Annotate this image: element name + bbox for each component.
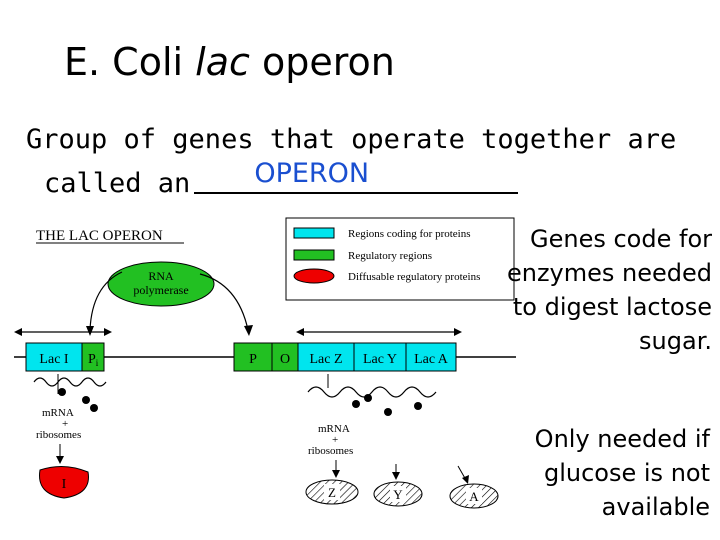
- title-main: E. Coli: [64, 40, 196, 84]
- answer-blank: OPERON: [194, 158, 519, 194]
- mrna-left-label-1: mRNA: [42, 407, 74, 419]
- arrowhead: [454, 328, 462, 336]
- slide-title: E. Coli lac operon: [64, 40, 395, 84]
- protein-a-label-bg: [466, 488, 482, 504]
- repressor-label: I: [62, 477, 67, 492]
- mrna-left-strand: [33, 377, 107, 387]
- legend-coding-label: Regions coding for proteins: [348, 228, 471, 240]
- mrna-right-label-1: mRNA: [318, 423, 350, 435]
- ribosome: [352, 400, 360, 408]
- gene-lac-a: [405, 342, 457, 372]
- rna-polymerase-label-1: RNA: [148, 269, 174, 283]
- mrna-left-label-3: ribosomes: [36, 429, 81, 441]
- protein-a-label: A: [469, 489, 479, 504]
- definition-prefix: called an: [44, 168, 191, 199]
- gene-lac-i-label: Lac I: [39, 352, 68, 367]
- arrowhead: [244, 325, 253, 336]
- repressor-protein: [39, 466, 89, 499]
- gene-lac-z-label: Lac Z: [309, 352, 342, 367]
- side-note-genes: Genes code for enzymes needed to digest …: [506, 225, 712, 355]
- mrna-left-label-2: +: [62, 418, 68, 430]
- definition-line-2: called an OPERON: [44, 158, 519, 199]
- arrowhead: [462, 475, 469, 484]
- arrowhead: [104, 328, 112, 336]
- gene-pi: [81, 342, 105, 372]
- arrowhead: [392, 472, 400, 480]
- ribosome: [58, 388, 66, 396]
- ribosome: [82, 396, 90, 404]
- diagram-heading: THE LAC OPERON: [36, 228, 163, 244]
- arrowhead: [14, 328, 22, 336]
- ribosome: [414, 402, 422, 410]
- legend-regulatory-swatch: [293, 249, 335, 261]
- mrna-right-label-3: ribosomes: [308, 445, 353, 457]
- protein-y-label: Y: [393, 487, 403, 502]
- legend-coding-swatch: [293, 227, 335, 239]
- mrna-right-strand: [307, 386, 437, 398]
- arrowhead: [56, 456, 64, 464]
- gene-operator: [271, 342, 299, 372]
- gene-lac-a-label: Lac A: [414, 352, 449, 367]
- arrowhead: [296, 328, 304, 336]
- polymerase-arrow-right: [199, 273, 249, 331]
- rna-polymerase: [107, 261, 215, 307]
- answer-text: OPERON: [254, 158, 370, 189]
- gene-promoter-label: P: [249, 352, 257, 367]
- protein-y-label-bg: [390, 486, 406, 502]
- polymerase-arrow-left: [89, 271, 123, 331]
- gene-operator-label: O: [280, 352, 290, 367]
- title-tail: operon: [249, 40, 395, 84]
- protein-z-label-bg: [324, 484, 340, 500]
- ribosome: [364, 394, 372, 402]
- title-italic: lac: [195, 40, 250, 84]
- definition-line-1: Group of genes that operate together are: [26, 124, 677, 155]
- protein-z-label: Z: [328, 485, 336, 500]
- side-note-glucose: Only needed if glucose is not available: [534, 425, 710, 521]
- legend-regulatory-label: Regulatory regions: [348, 250, 432, 262]
- legend-protein-label: Diffusable regulatory proteins: [348, 271, 480, 283]
- ribosome: [90, 404, 98, 412]
- mrna-right-label-2: +: [332, 434, 338, 446]
- gene-pi-label: Pi: [88, 352, 99, 368]
- gene-lac-i: [25, 342, 83, 372]
- gene-lac-y-label: Lac Y: [363, 352, 397, 367]
- gene-pi-subscript: i: [96, 358, 99, 368]
- arrowhead: [86, 326, 94, 336]
- legend-protein-swatch: [293, 268, 335, 284]
- arrowhead: [332, 470, 340, 478]
- lac-operon-diagram: THE LAC OPERON Regions coding for protei…: [14, 217, 516, 509]
- ribosome: [384, 408, 392, 416]
- gene-pi-letter: P: [88, 352, 96, 367]
- rna-polymerase-label-2: polymerase: [133, 283, 188, 297]
